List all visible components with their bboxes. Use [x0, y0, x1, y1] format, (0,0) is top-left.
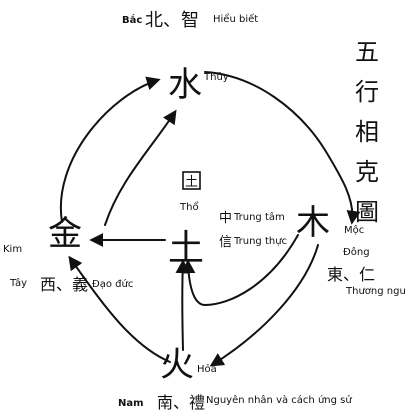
title-char-5: 圖	[355, 198, 379, 226]
faith-label: Trung thực	[233, 236, 287, 247]
earth-label: Thổ	[179, 200, 199, 213]
wood-hanzi: 木	[296, 203, 330, 243]
arrow-fire-to-earth	[175, 259, 190, 351]
arrow-wood-to-fire	[209, 244, 319, 367]
heart-hanzi: 中	[219, 211, 232, 226]
faith-hanzi: 信	[219, 235, 232, 250]
west-hanzi: 西、義	[40, 275, 88, 294]
arrow-metal-to-water	[59, 76, 161, 223]
metal-label: Kim	[3, 244, 22, 255]
south-meaning: Nguyên nhân và cách ứng sử	[206, 394, 352, 406]
fire-label: Hỏa	[197, 363, 217, 375]
earth-hanzi: 土	[168, 228, 204, 269]
fire-hanzi: 火	[160, 345, 194, 385]
south-hanzi: 南、禮	[157, 393, 205, 412]
arrow-water-to-wood	[204, 71, 361, 225]
west-meaning: Đạo đức	[92, 278, 133, 290]
center-seal: 土	[182, 171, 201, 190]
water-label: Thủy	[203, 71, 229, 83]
water-hanzi: 水	[168, 65, 202, 105]
title-char-4: 克	[355, 158, 379, 186]
north-hanzi: 北、智	[145, 10, 199, 31]
metal-hanzi: 金	[48, 214, 82, 254]
arrow-wood-to-earth	[181, 234, 299, 306]
title-char-1: 五	[355, 38, 379, 66]
heart-label: Trung tâm	[233, 211, 285, 223]
arrow-fire-to-metal	[68, 255, 171, 363]
wood-label: Mộc	[344, 224, 364, 236]
south-label: Nam	[118, 398, 144, 409]
north-meaning: Hiểu biết	[213, 12, 258, 25]
east-label: Đông	[343, 246, 370, 258]
north-label: Bắc	[122, 13, 142, 26]
east-meaning: Thương người	[345, 285, 405, 297]
west-label: Tây	[9, 277, 27, 289]
east-hanzi: 東、仁	[327, 265, 375, 284]
title-char-3: 相	[355, 118, 379, 146]
title-char-2: 行	[355, 78, 379, 106]
seal-glyph: 土	[185, 175, 198, 190]
arrow-earth-to-water	[104, 109, 177, 226]
